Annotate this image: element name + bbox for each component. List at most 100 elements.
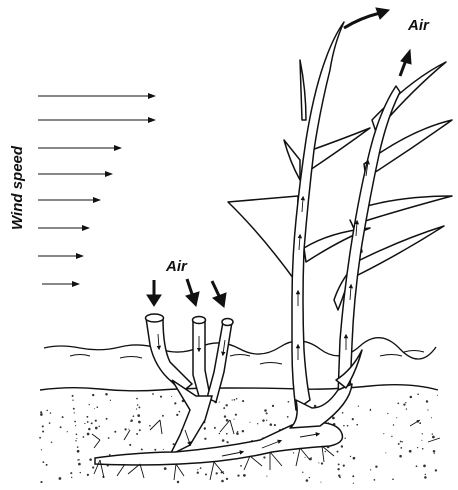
sediment-surface <box>40 385 438 391</box>
water-surface <box>44 338 436 364</box>
sediment-dot <box>219 402 220 403</box>
sediment-dot <box>383 433 384 434</box>
sediment-dot <box>352 418 354 420</box>
air-label-left: Air <box>165 258 188 275</box>
sediment <box>39 385 438 484</box>
sediment-dot <box>50 412 51 413</box>
sediment-dot <box>92 394 94 396</box>
air-out-arrowhead-1 <box>376 8 389 19</box>
sediment-dot <box>39 437 41 439</box>
sediment-dot <box>226 419 229 422</box>
sediment-dot <box>249 422 250 423</box>
sediment-dot <box>423 465 426 468</box>
sediment-dot <box>138 406 140 408</box>
sediment-dot <box>405 402 406 403</box>
sediment-dot <box>434 453 435 454</box>
air-out-arrowhead-2 <box>401 50 411 64</box>
air-in-arrows <box>147 279 226 307</box>
sediment-dot <box>270 423 273 426</box>
rhizome-body <box>95 422 342 465</box>
sediment-dot <box>197 469 198 470</box>
sediment-dot <box>73 408 75 410</box>
sediment-dot <box>309 477 310 478</box>
sediment-dot <box>374 479 376 481</box>
sediment-dot <box>94 408 95 409</box>
sediment-dot <box>400 441 402 443</box>
sediment-dot <box>262 419 264 421</box>
sediment-dot <box>338 474 340 476</box>
sediment-dot <box>160 396 162 398</box>
sediment-dot <box>139 429 141 431</box>
broken-stem-1 <box>146 318 192 392</box>
sediment-dot <box>237 474 239 476</box>
sediment-dot <box>223 407 225 409</box>
sediment-dot <box>343 425 345 427</box>
sediment-dot <box>318 462 319 463</box>
sediment-dot <box>136 433 138 435</box>
sediment-dot <box>40 481 42 483</box>
sediment-dot <box>385 452 386 453</box>
sediment-dot <box>76 433 78 435</box>
sediment-dot <box>177 481 179 483</box>
sediment-dot <box>171 396 172 397</box>
sediment-dot <box>105 393 108 396</box>
sediment-dot <box>224 415 226 417</box>
sediment-dot <box>162 415 164 417</box>
sediment-dot <box>86 416 88 418</box>
sediment-dot <box>136 398 138 400</box>
sediment-dot <box>129 444 131 446</box>
tall-stem-left <box>292 22 344 410</box>
sediment-dot <box>432 436 435 439</box>
sediment-dot <box>337 468 339 470</box>
sediment-dot <box>347 425 349 427</box>
sediment-dot <box>332 417 335 420</box>
sediment-dot <box>257 423 258 424</box>
sediment-dot <box>344 438 345 439</box>
sediment-dot <box>263 456 265 458</box>
sediment-dot <box>304 457 305 458</box>
sediment-dot <box>80 472 81 473</box>
sediment-dot <box>78 463 81 466</box>
sediment-dot <box>133 415 135 417</box>
sediment-dot <box>197 472 199 474</box>
sediment-dot <box>176 414 178 416</box>
sediment-dot <box>433 450 436 453</box>
sediment-dot <box>375 465 377 467</box>
sediment-dot <box>77 450 80 453</box>
sediment-dot <box>142 449 143 450</box>
sediment-dot <box>109 454 111 456</box>
sediment-dot <box>393 424 394 425</box>
sediment-dot <box>204 427 206 429</box>
sediment-dot <box>128 429 129 430</box>
sediment-dot <box>287 416 289 418</box>
sediment-dot <box>338 463 340 465</box>
sediment-dot <box>321 462 323 464</box>
sediment-dot <box>427 409 428 410</box>
sediment-dot <box>179 411 181 413</box>
sediment-dot <box>232 399 233 400</box>
sediment-dot <box>242 430 244 432</box>
sediment-dot <box>138 421 141 424</box>
sediment-dot <box>219 433 220 434</box>
wind-speed-label: Wind speed <box>9 145 26 230</box>
leaf-8 <box>360 196 452 222</box>
broken-stem-3 <box>207 322 232 402</box>
sediment-dot <box>221 480 224 483</box>
sediment-dot <box>391 436 392 437</box>
sediment-dot <box>274 424 276 426</box>
sediment-dot <box>152 393 154 395</box>
sediment-dot <box>416 465 418 467</box>
sediment-dot <box>234 399 236 401</box>
sediment-dot <box>320 482 321 483</box>
sediment-dot <box>325 451 326 452</box>
sediment-dot <box>204 438 206 440</box>
sediment-dot <box>84 423 85 424</box>
sediment-dot <box>200 467 202 469</box>
sediment-dot <box>437 395 438 396</box>
living-stems <box>228 22 452 428</box>
sediment-dot <box>424 476 427 479</box>
sediment-dot <box>370 469 371 470</box>
sediment-dot <box>136 408 137 409</box>
sediment-dot <box>337 451 339 453</box>
